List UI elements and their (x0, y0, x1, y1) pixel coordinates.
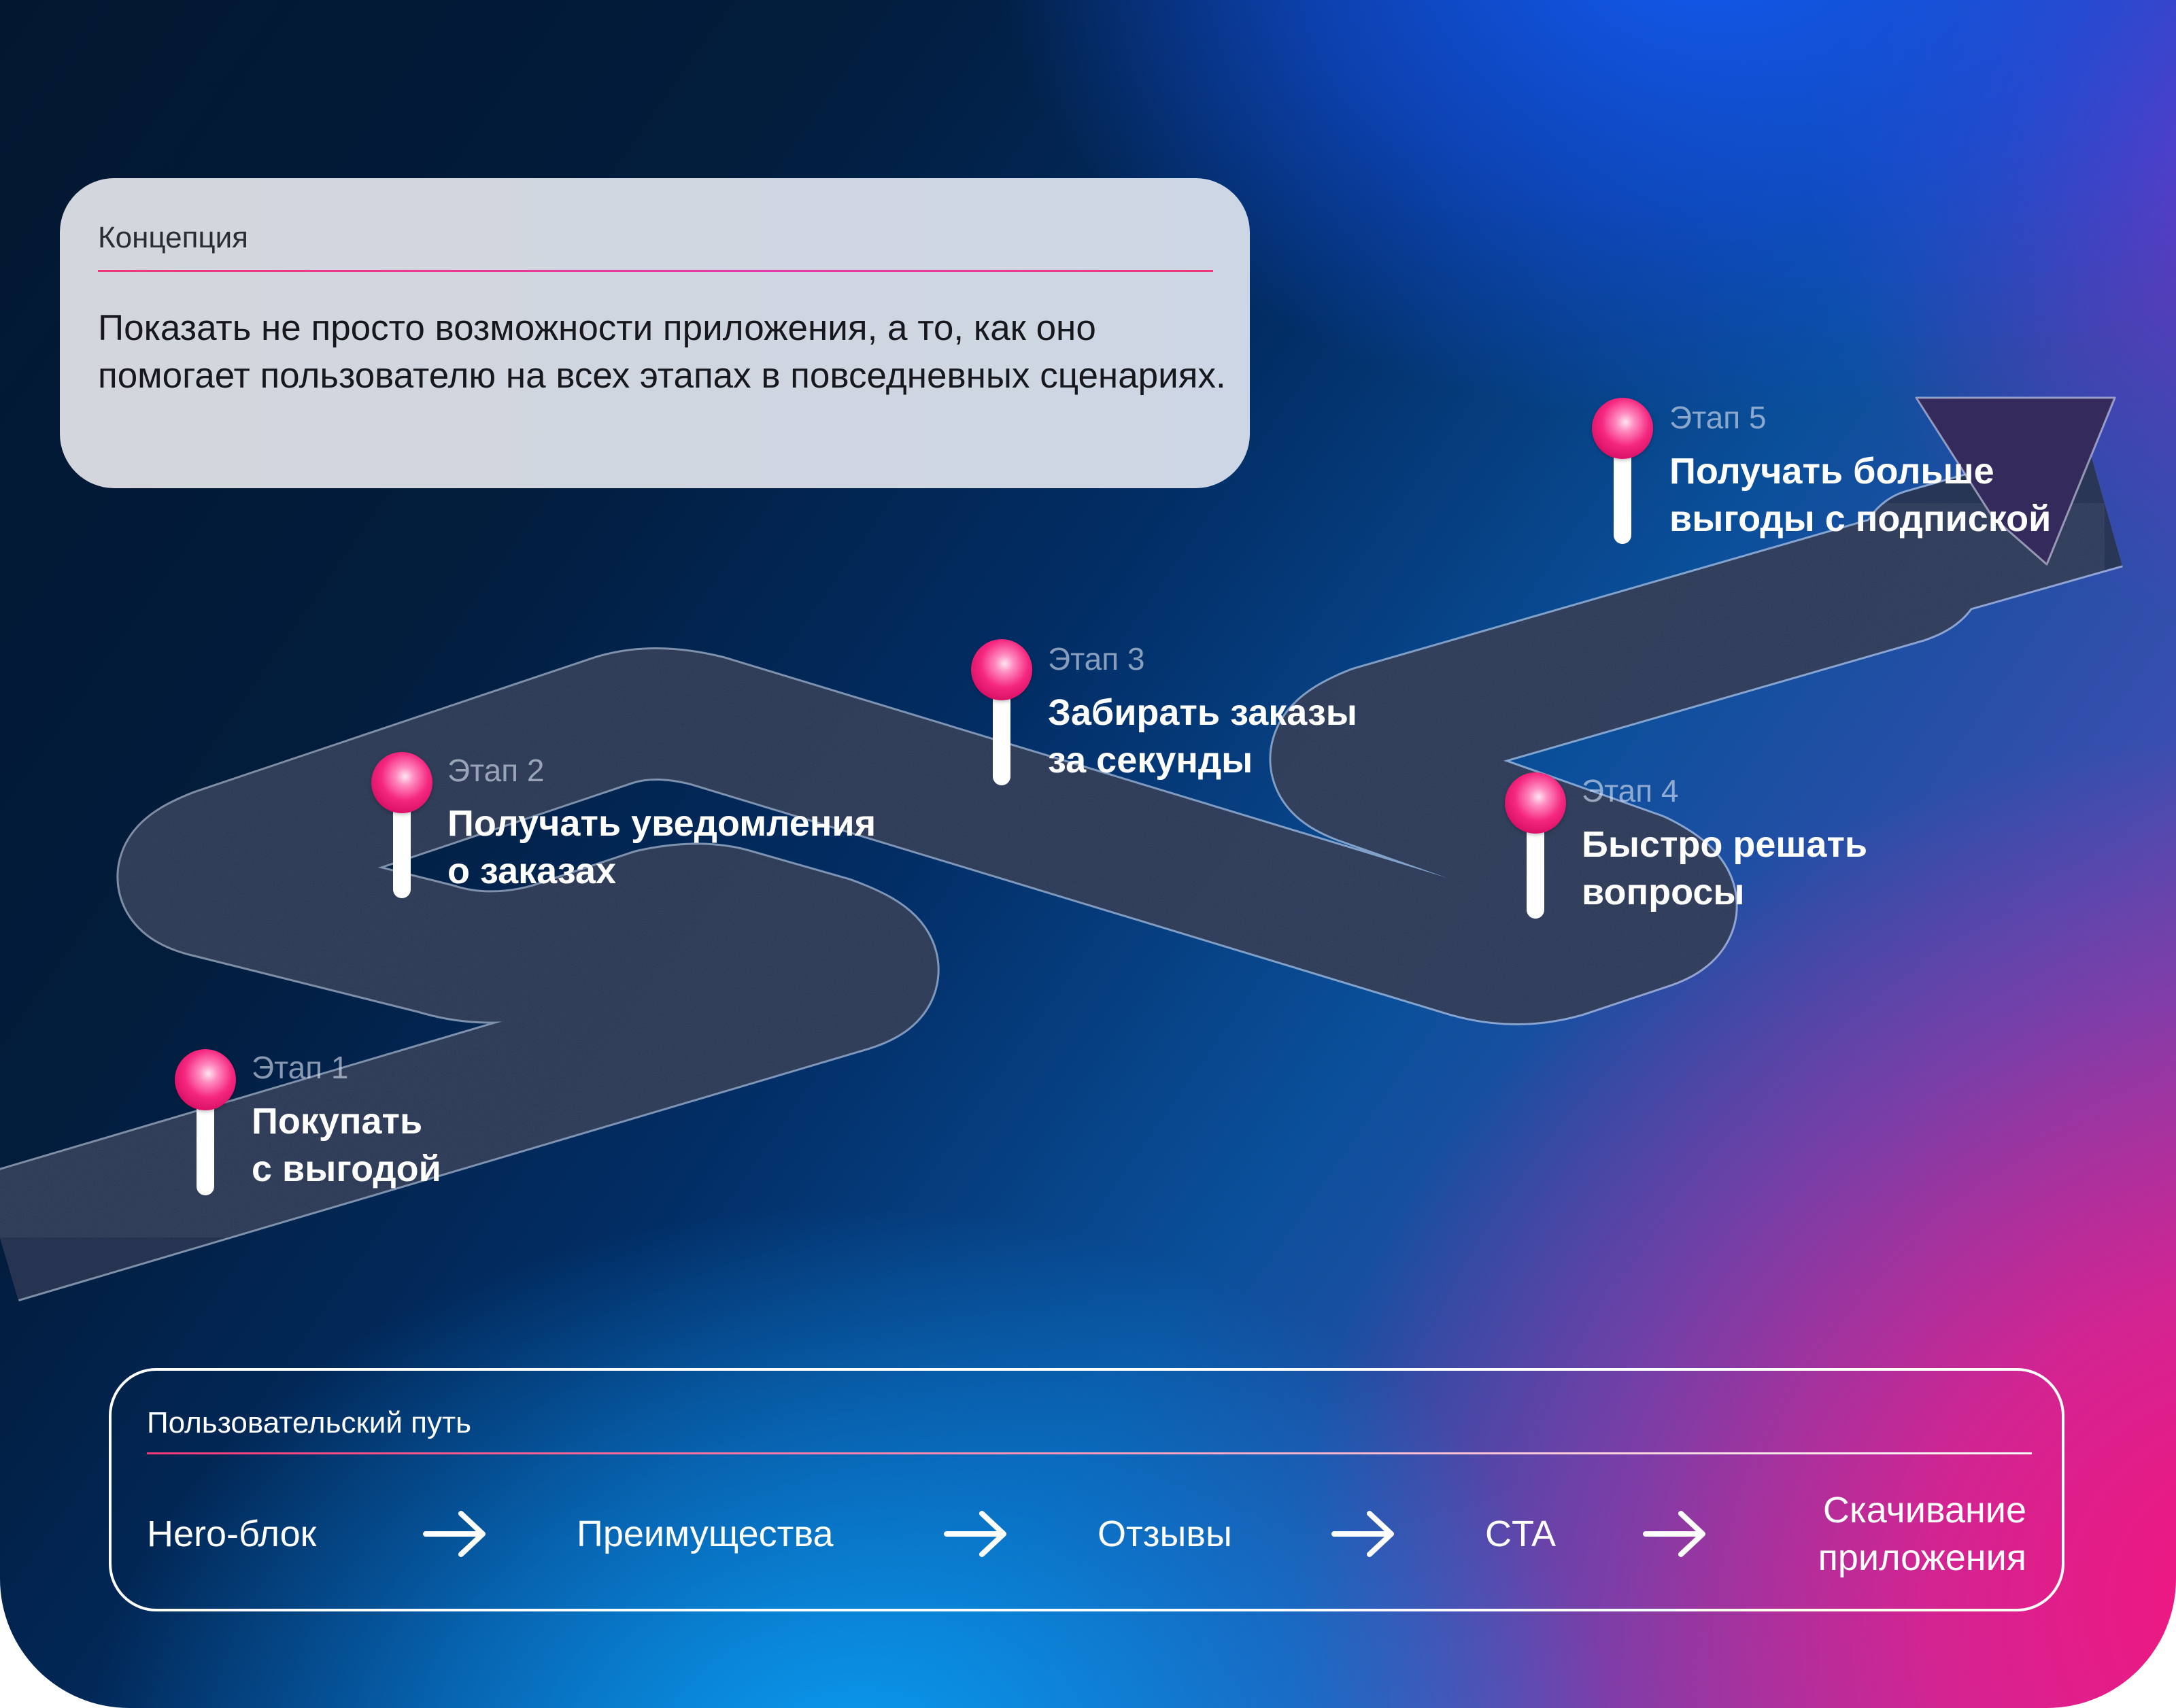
stage-2-pin (371, 752, 432, 902)
stage-5-label: Этап 5 (1669, 400, 1767, 435)
pin-head-icon (1505, 772, 1566, 834)
stage-4-pin (1505, 772, 1566, 922)
road-arrowhead (1915, 396, 2116, 566)
arrow-right-icon (1643, 1511, 1705, 1557)
pin-head-icon (175, 1049, 236, 1110)
stage-1-title-line1: Покупать (252, 1101, 423, 1142)
stage-1-label: Этап 1 (252, 1050, 349, 1085)
pin-head-icon (371, 752, 432, 813)
path-step-download-line1: Скачивание (1822, 1490, 2026, 1531)
road-shape (0, 396, 2123, 1301)
stage-2-label: Этап 2 (447, 753, 545, 788)
pin-head-icon (971, 639, 1032, 700)
stage-5-title-line1: Получать больше (1669, 451, 1994, 492)
path-step-benefits: Преимущества (577, 1514, 834, 1554)
arrow-right-icon (944, 1511, 1006, 1557)
path-step-reviews: Отзывы (1098, 1514, 1232, 1554)
stage-1-pin (175, 1049, 236, 1199)
stage-2-title-line2: о заказах (447, 851, 617, 891)
path-step-download-line2: приложения (1818, 1537, 2026, 1578)
stage-3-pin (971, 639, 1032, 789)
user-path-title: Пользовательский путь (147, 1406, 472, 1439)
stage-4-title-line2: вопросы (1582, 872, 1745, 912)
stage-3-label: Этап 3 (1048, 641, 1145, 677)
arrow-right-icon (1331, 1511, 1394, 1557)
stage-5-title-line2: выгоды с подпиской (1669, 498, 2052, 539)
stage-2-title-line1: Получать уведомления (447, 803, 877, 844)
user-path-panel: Пользовательский путь Hero-блок Преимуще… (109, 1368, 2064, 1611)
pin-head-icon (1592, 398, 1653, 459)
concept-divider (98, 269, 1213, 272)
concept-card: Концепция Показать не просто возможности… (60, 178, 1250, 488)
stage-3-title-line1: Забирать заказы (1048, 692, 1357, 733)
path-step-cta: CTA (1485, 1514, 1556, 1554)
stage-1-title-line2: с выгодой (252, 1148, 441, 1189)
path-step-hero: Hero-блок (147, 1514, 317, 1554)
concept-text: Показать не просто возможности приложени… (98, 307, 1226, 396)
arrow-right-icon (423, 1511, 486, 1557)
stage-3-title-line2: за секунды (1048, 740, 1253, 781)
stage-5-pin (1592, 398, 1653, 547)
concept-title: Концепция (98, 221, 249, 254)
stage-4-title-line1: Быстро решать (1582, 824, 1868, 865)
user-path-divider (147, 1452, 2032, 1454)
stage-4-label: Этап 4 (1582, 773, 1679, 808)
